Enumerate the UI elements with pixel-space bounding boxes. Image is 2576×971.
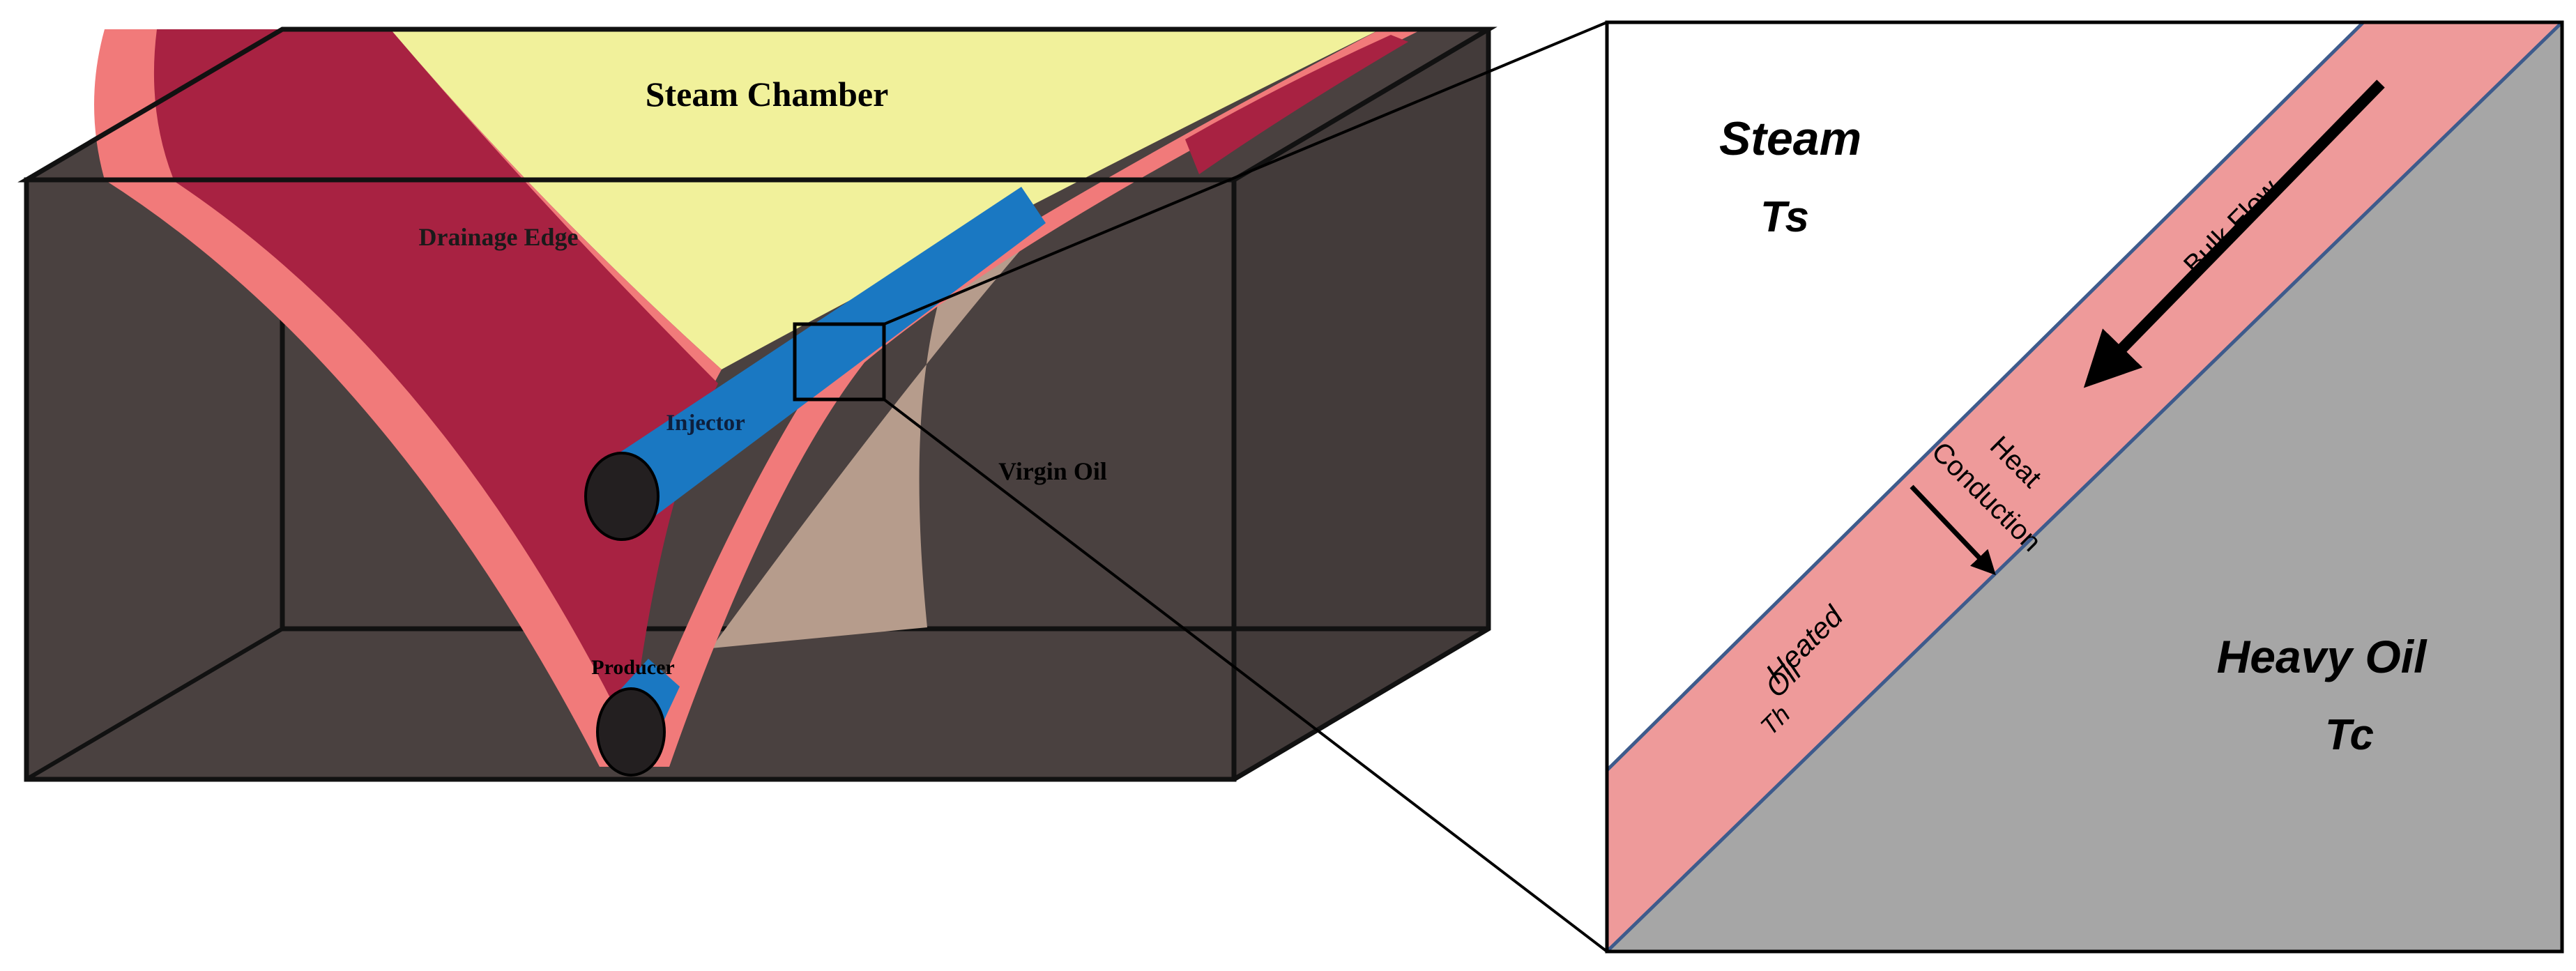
producer-pipe (596, 659, 680, 777)
hidden-edge-bottom (25, 627, 284, 781)
detail-panel (1605, 20, 2564, 954)
detail-outline (1605, 20, 2564, 954)
injector-pipe (584, 187, 1046, 541)
label-producer: Producer (591, 656, 674, 679)
side-outline (1233, 29, 1491, 782)
drainage-edge (153, 29, 719, 739)
label-heavy-temp: Tc (2325, 711, 2374, 759)
label-virgin-oil: Virgin Oil (998, 457, 1107, 485)
reservoir-block (17, 26, 1497, 782)
label-steam-chamber: Steam Chamber (646, 75, 889, 114)
zoom-line-bottom (883, 398, 1608, 953)
virgin-oil-face (711, 223, 1032, 648)
steam-chamber (105, 29, 1380, 369)
side-face (1234, 29, 1488, 779)
label-steam: Steam (1719, 112, 1861, 165)
zoom-line-top (883, 21, 1608, 326)
band-edge-upper (1606, 21, 2365, 772)
front-outline (24, 177, 1237, 782)
label-injector: Injector (666, 411, 745, 436)
label-drainage-edge: Drainage Edge (419, 223, 579, 251)
label-steam-temp: Ts (1760, 193, 1809, 241)
bulk-flow-arrow (2083, 79, 2385, 388)
heat-conduction-arrow (1910, 484, 1996, 576)
zoom-box (793, 322, 886, 402)
label-heavy-oil: Heavy Oil (2217, 631, 2428, 682)
band-edge-lower (1606, 21, 2563, 953)
drainage-edge-right (1185, 35, 1408, 174)
